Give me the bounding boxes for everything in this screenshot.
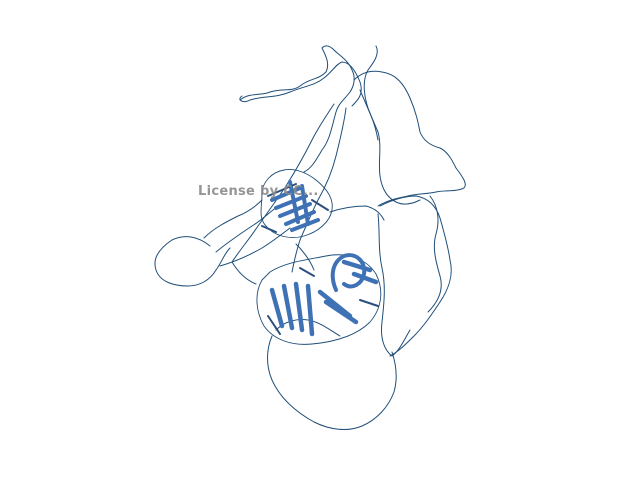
coil-center-connector-b	[295, 243, 315, 271]
coil-bottom-loop-b	[275, 319, 341, 337]
strand	[290, 218, 320, 232]
coil-left-blob	[154, 236, 231, 287]
upper-beta-domain	[260, 169, 333, 238]
lower-beta-strands	[269, 259, 379, 337]
coil-left-mid	[203, 199, 263, 239]
strand	[351, 271, 379, 285]
upper-beta-strands	[270, 180, 320, 232]
strand-edge	[311, 199, 329, 211]
strand	[269, 287, 285, 329]
strand-edge	[261, 225, 277, 233]
strand	[288, 180, 300, 224]
strand	[284, 210, 316, 226]
coil-center-connector	[329, 205, 385, 221]
coil-top-right-loop	[353, 70, 466, 207]
coil-left-connector	[215, 205, 279, 253]
upper-beta-strands-dark	[261, 183, 329, 233]
lower-beta-strands-dark	[267, 267, 379, 335]
coil-spine-right	[291, 107, 347, 273]
strand	[293, 281, 305, 333]
coil-spine-left	[231, 103, 335, 263]
strand	[270, 186, 302, 202]
strand-edge	[299, 267, 315, 277]
coil-left-connector-b	[219, 227, 291, 267]
strand-edge	[267, 315, 281, 335]
helix-loop	[330, 253, 367, 292]
coil-top-right-inner	[363, 45, 379, 141]
coil-right-loop	[379, 195, 452, 357]
strand	[300, 184, 310, 226]
upper-domain-coil-outline	[260, 169, 333, 238]
strand	[274, 194, 308, 210]
coil-top-left-arm	[239, 45, 355, 173]
strand	[305, 283, 315, 337]
coil-top-right-strand	[359, 89, 421, 205]
license-watermark: License by CC...	[198, 184, 319, 199]
coil-top-left-arm-b	[239, 61, 362, 107]
lower-domain-coil-outline	[256, 254, 382, 345]
coil-right-loop-outer	[427, 195, 442, 313]
lower-beta-domain	[256, 253, 382, 345]
coil-loops	[154, 45, 466, 430]
strand-edge	[359, 299, 379, 307]
strand	[323, 299, 359, 325]
coil-left-mid-b	[231, 261, 257, 285]
coil-right-loop-inner	[377, 213, 411, 357]
strand-edge	[267, 183, 297, 197]
strand	[281, 283, 295, 331]
coil-bottom-loop	[267, 335, 397, 430]
